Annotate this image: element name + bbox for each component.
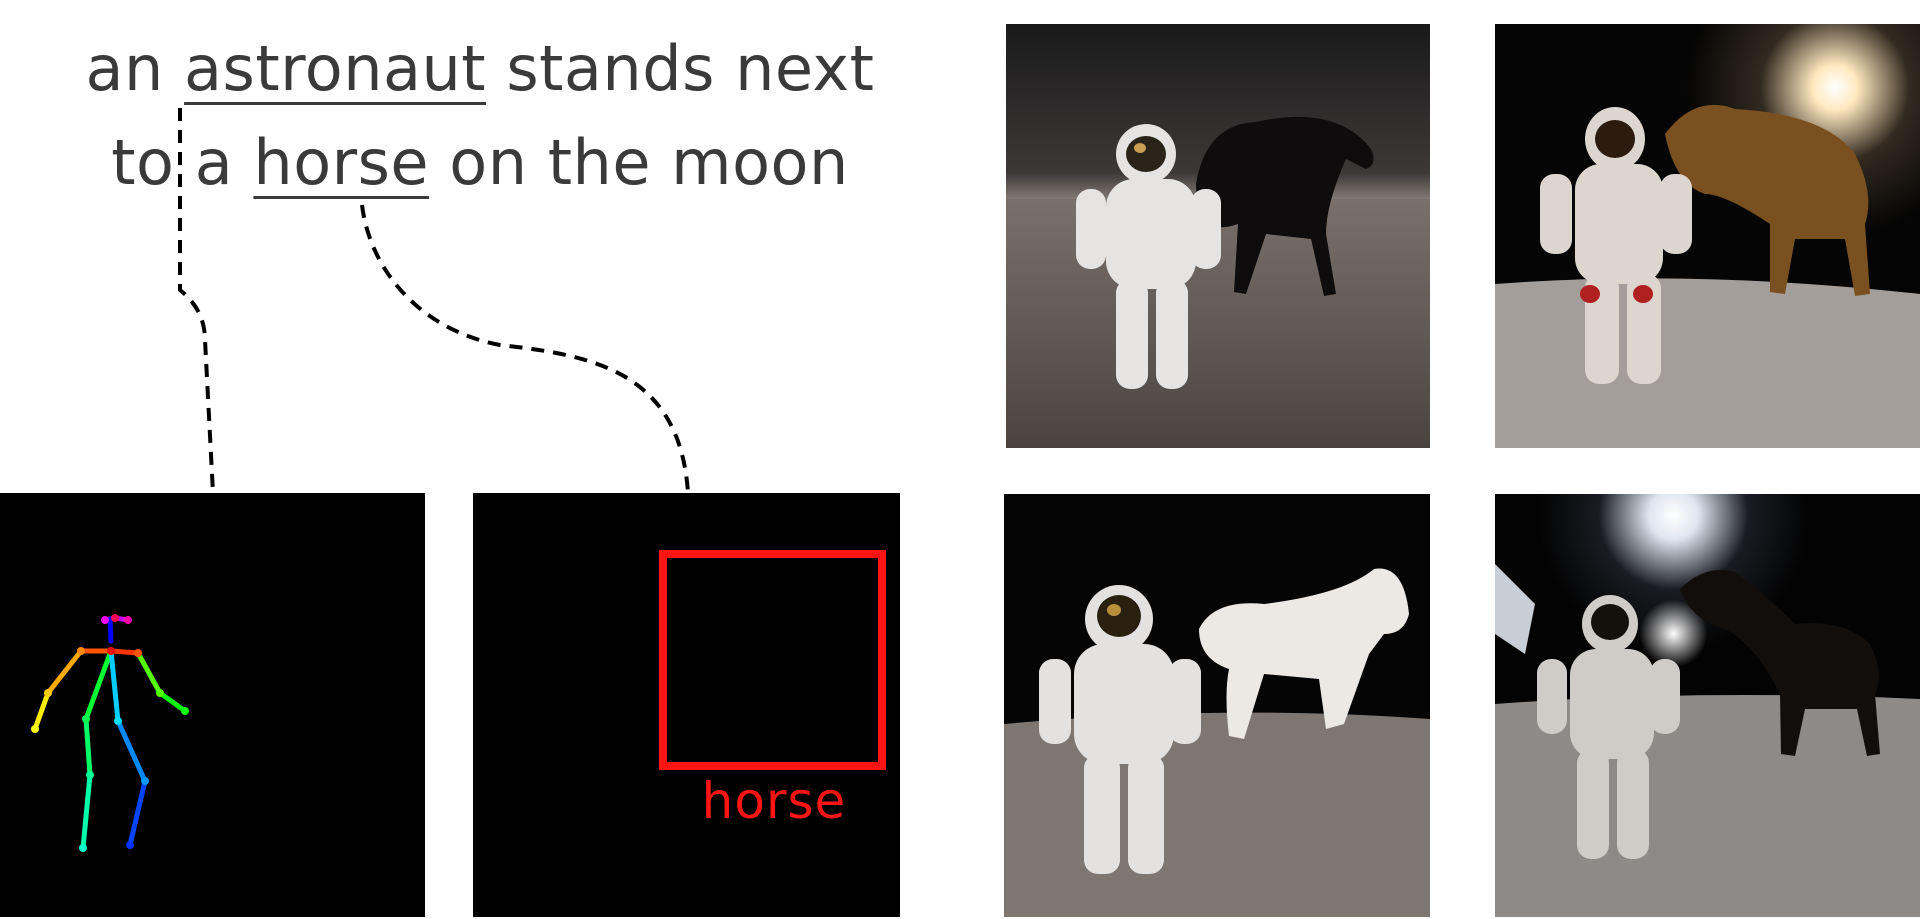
astronaut-horse-scene (1495, 24, 1920, 448)
generated-image-2 (1495, 24, 1920, 448)
astronaut-horse-scene (1004, 494, 1430, 917)
prompt-segment: an (85, 32, 185, 105)
prompt-line-1: an astronaut stands next (0, 22, 960, 116)
pose-skeleton (31, 614, 189, 852)
pose-condition-panel (0, 493, 425, 917)
generated-image-3 (1004, 494, 1430, 917)
box-condition-panel (473, 493, 900, 917)
token-astronaut: astronaut (184, 32, 487, 105)
astronaut-horse-scene (1495, 494, 1920, 917)
token-horse: horse (253, 126, 430, 199)
generated-image-4 (1495, 494, 1920, 917)
astronaut-horse-scene (1006, 24, 1430, 448)
generated-image-1 (1006, 24, 1430, 448)
box-label-horse: horse (701, 772, 847, 830)
prompt-line-2: to a horse on the moon (0, 116, 960, 210)
prompt-segment: stands next (486, 32, 875, 105)
prompt-segment: to a (111, 126, 254, 199)
connector-horse-to-box (360, 204, 690, 494)
prompt-text: an astronaut stands next to a horse on t… (0, 22, 960, 210)
prompt-segment: on the moon (429, 126, 849, 199)
horse-bounding-box (659, 550, 886, 770)
